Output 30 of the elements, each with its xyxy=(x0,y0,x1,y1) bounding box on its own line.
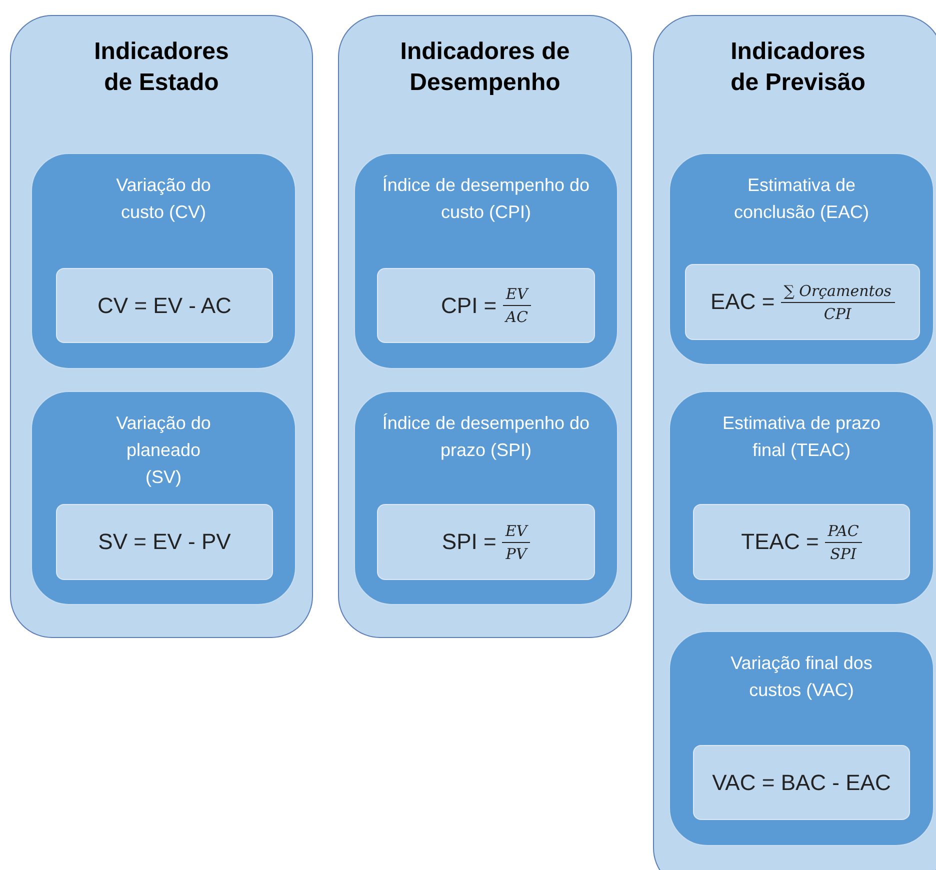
formula-box xyxy=(377,268,595,343)
formula-box xyxy=(56,504,273,580)
column-title: Indicadores de Estado xyxy=(93,37,230,98)
formula: SV = EV - PV xyxy=(98,529,231,555)
formula: CV = EV - AC xyxy=(98,292,232,318)
column-title: Indicadores de Previsão xyxy=(730,37,866,98)
metric-label: Estimativa de conclusão (EAC) xyxy=(732,174,870,224)
metric-label: Índice de desempenho do custo (CPI) xyxy=(381,174,591,224)
formula-box xyxy=(693,504,910,580)
column-title: Indicadores de Desempenho xyxy=(399,37,571,98)
metric-label: Variação final dos custos (VAC) xyxy=(730,652,874,702)
metric-card xyxy=(31,391,296,605)
formula-box xyxy=(693,745,910,820)
metric-card xyxy=(31,153,296,369)
formula-box xyxy=(685,264,920,340)
metric-label: Variação do custo (CV) xyxy=(115,174,212,224)
metric-label: Variação do planeado (SV) xyxy=(115,412,212,489)
formula: VAC = BAC - EAC xyxy=(712,770,891,796)
column-panel xyxy=(653,15,936,870)
metric-card xyxy=(354,391,618,605)
metric-card xyxy=(669,391,934,605)
formula-box xyxy=(56,268,273,343)
metric-card xyxy=(354,153,618,369)
column-panel xyxy=(338,15,632,638)
formula-box xyxy=(377,504,595,580)
column-panel xyxy=(10,15,313,638)
metric-label: Índice de desempenho do prazo (SPI) xyxy=(381,412,591,462)
metric-card xyxy=(669,153,934,365)
metric-card xyxy=(669,631,934,846)
metric-label: Estimativa de prazo final (TEAC) xyxy=(722,412,882,462)
